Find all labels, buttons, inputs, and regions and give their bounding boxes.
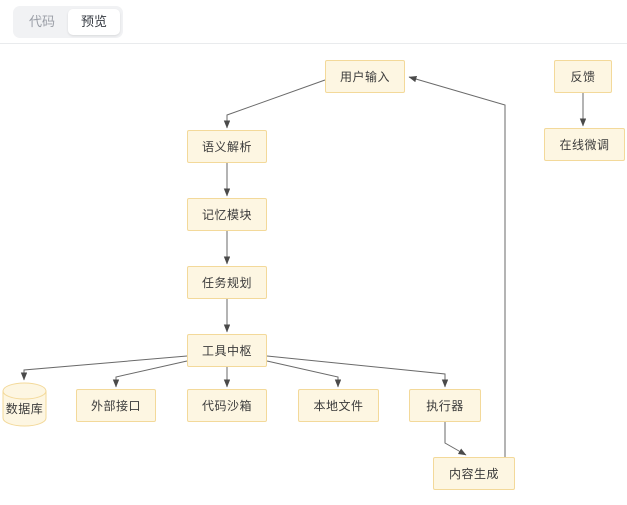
node-code-sandbox[interactable]: 代码沙箱 xyxy=(187,389,267,422)
edge-tool-hub-to-database xyxy=(20,355,188,381)
node-feedback[interactable]: 反馈 xyxy=(554,60,612,93)
diagram-edges xyxy=(20,76,587,457)
edge-tool-hub-to-external-api xyxy=(112,360,188,388)
tab-preview[interactable]: 预览 xyxy=(68,8,121,35)
cylinder-icon xyxy=(2,382,47,427)
edge-user-input-to-semantic xyxy=(223,79,326,129)
edge-executor-to-content-gen xyxy=(444,422,467,456)
tab-code[interactable]: 代码 xyxy=(29,13,56,29)
tab-group: 代码 预览 xyxy=(13,5,124,38)
node-content-generation[interactable]: 内容生成 xyxy=(433,457,515,490)
node-semantic-parsing[interactable]: 语义解析 xyxy=(187,130,267,163)
node-database-label: 数据库 xyxy=(5,401,44,416)
node-memory-module[interactable]: 记忆模块 xyxy=(187,198,267,231)
node-database[interactable]: 数据库 xyxy=(2,382,47,427)
edge-tool-hub-to-executor xyxy=(266,355,449,388)
toolbar: 代码 预览 xyxy=(0,0,627,44)
node-tool-hub[interactable]: 工具中枢 xyxy=(187,334,267,367)
node-user-input[interactable]: 用户输入 xyxy=(325,60,405,93)
node-executor[interactable]: 执行器 xyxy=(409,389,481,422)
diagram-canvas[interactable]: 用户输入 语义解析 记忆模块 任务规划 工具中枢 数据库 外部接口 代码沙箱 本… xyxy=(0,45,627,505)
edge-tool-hub-to-local-files xyxy=(266,360,342,388)
node-local-files[interactable]: 本地文件 xyxy=(298,389,379,422)
node-online-finetune[interactable]: 在线微调 xyxy=(544,128,625,161)
node-task-planning[interactable]: 任务规划 xyxy=(187,266,267,299)
node-external-api[interactable]: 外部接口 xyxy=(76,389,156,422)
